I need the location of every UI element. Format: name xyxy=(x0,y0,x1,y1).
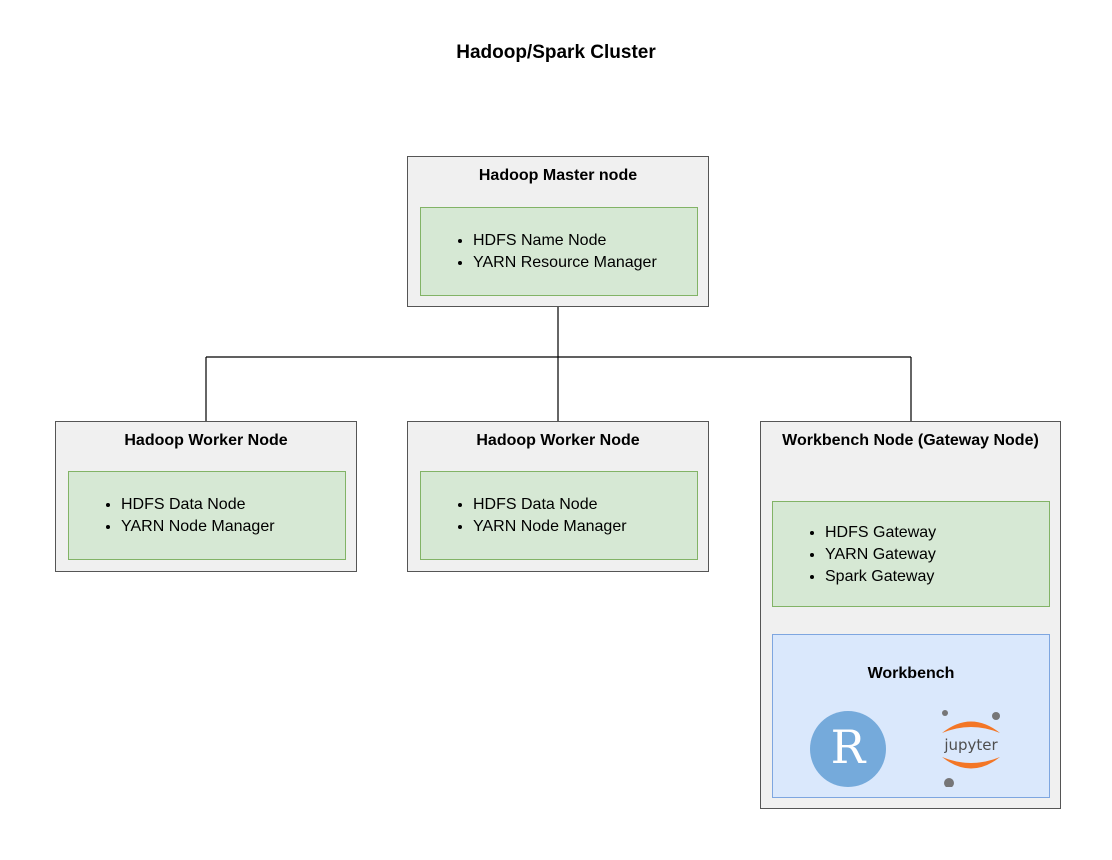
jupyter-arc-bottom xyxy=(942,757,1000,769)
service-item: YARN Node Manager xyxy=(121,516,345,538)
worker-node-title: Hadoop Worker Node xyxy=(476,432,640,449)
diagram-title: Hadoop/Spark Cluster xyxy=(456,42,656,63)
service-item: YARN Gateway xyxy=(825,544,1049,566)
worker-services: HDFS Data Node YARN Node Manager xyxy=(420,471,698,560)
gateway-services: HDFS Gateway YARN Gateway Spark Gateway xyxy=(772,501,1050,607)
service-item: HDFS Data Node xyxy=(473,494,697,516)
worker-node-1: Hadoop Worker Node HDFS Data Node YARN N… xyxy=(55,421,357,572)
jupyter-moon-top xyxy=(992,712,1000,720)
service-item: YARN Resource Manager xyxy=(473,252,697,274)
master-node-title: Hadoop Master node xyxy=(478,167,638,184)
service-item: YARN Node Manager xyxy=(473,516,697,538)
worker-node-title: Hadoop Worker Node xyxy=(124,432,288,449)
gateway-node: Workbench Node (Gateway Node) HDFS Gatew… xyxy=(760,421,1061,809)
service-item: HDFS Gateway xyxy=(825,522,1049,544)
workbench-title: Workbench xyxy=(867,665,955,682)
master-node: Hadoop Master node HDFS Name Node YARN R… xyxy=(407,156,709,307)
service-item: HDFS Data Node xyxy=(121,494,345,516)
jupyter-arc-top xyxy=(942,721,1000,733)
worker-node-2: Hadoop Worker Node HDFS Data Node YARN N… xyxy=(407,421,709,572)
jupyter-logo-text: jupyter xyxy=(943,736,998,754)
jupyter-logo-icon: jupyter xyxy=(942,710,1000,787)
service-item: Spark Gateway xyxy=(825,566,1049,588)
workbench-box: Workbench R jupyter xyxy=(772,634,1050,798)
jupyter-moon-bottom xyxy=(944,778,954,787)
worker-services: HDFS Data Node YARN Node Manager xyxy=(68,471,346,560)
r-logo-icon: R xyxy=(810,711,886,787)
jupyter-moon-small xyxy=(942,710,948,716)
r-logo-text: R xyxy=(830,720,866,774)
master-services: HDFS Name Node YARN Resource Manager xyxy=(420,207,698,296)
gateway-node-title: Workbench Node (Gateway Node) xyxy=(782,432,1039,449)
service-item: HDFS Name Node xyxy=(473,230,697,252)
